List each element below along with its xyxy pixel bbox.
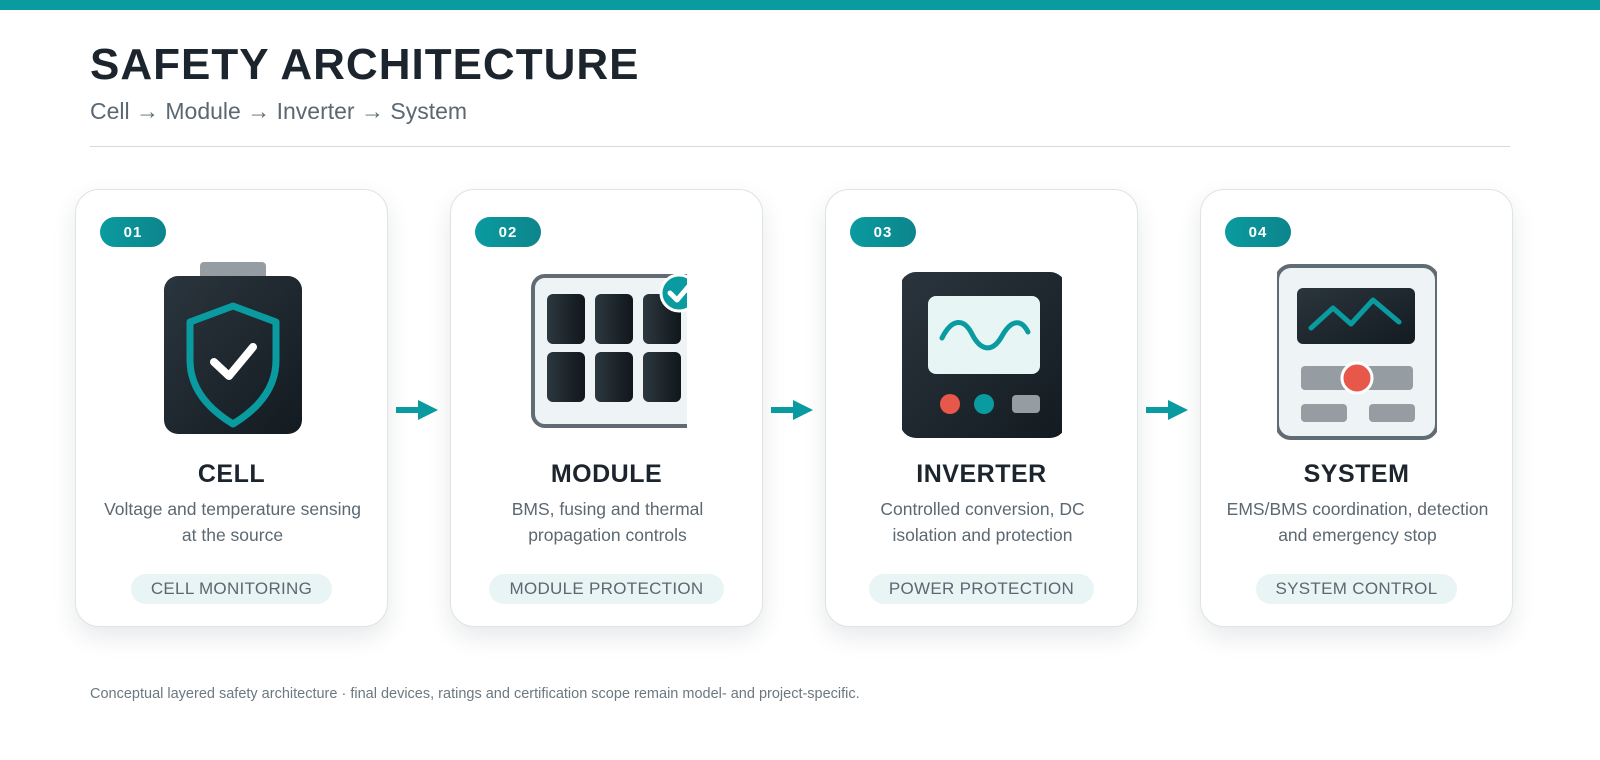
card-description: Controlled conversion, DC isolation and … — [880, 499, 1085, 545]
system-control-panel-icon — [1277, 264, 1437, 440]
card-inverter: 03 INVERTER Controlled conversion, DC is… — [825, 189, 1138, 627]
card-title: CELL — [197, 460, 266, 488]
card-cell: 01 CELL Voltage and temperature sensing … — [75, 189, 388, 627]
inverter-waveform-icon — [902, 272, 1062, 438]
flow-arrow-icon — [771, 400, 813, 420]
card-title: MODULE — [550, 460, 663, 488]
card-title: SYSTEM — [1303, 460, 1410, 488]
step-badge: 03 — [850, 217, 916, 247]
step-badge: 01 — [100, 217, 166, 247]
card-description: EMS/BMS coordination, detection and emer… — [1226, 499, 1489, 545]
page-subtitle: Cell → Module → Inverter → System — [90, 98, 468, 124]
flow-arrow-icon — [396, 400, 438, 420]
step-badge: 02 — [475, 217, 541, 247]
card-tag: SYSTEM CONTROL — [1255, 574, 1458, 604]
card-description: Voltage and temperature sensing at the s… — [104, 499, 361, 545]
card-tag: MODULE PROTECTION — [489, 574, 724, 604]
flow-arrow-icon — [1146, 400, 1188, 420]
page-title: SAFETY ARCHITECTURE — [90, 40, 640, 89]
header-divider — [90, 146, 1510, 147]
battery-module-grid-icon — [531, 273, 687, 428]
card-tag: POWER PROTECTION — [868, 574, 1095, 604]
step-badge: 04 — [1225, 217, 1291, 247]
card-title: INVERTER — [916, 460, 1047, 488]
footnote: Conceptual layered safety architecture ·… — [90, 686, 860, 702]
card-module: 02 MODULE BMS, fusing and thermal propag… — [450, 189, 763, 627]
card-tag: CELL MONITORING — [130, 574, 333, 604]
card-system: 04 SYSTEM EMS/BMS coordination, detectio… — [1200, 189, 1513, 627]
card-description: BMS, fusing and thermal propagation cont… — [511, 499, 704, 545]
top-accent-bar — [0, 0, 1600, 10]
shield-check-battery-icon — [164, 262, 302, 434]
